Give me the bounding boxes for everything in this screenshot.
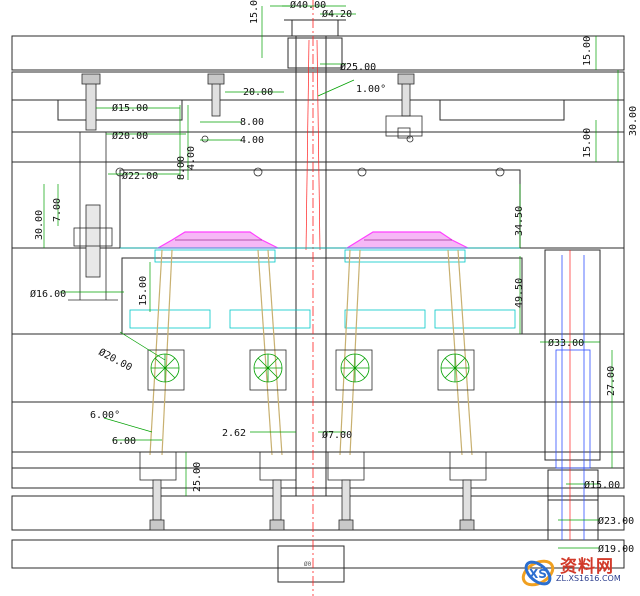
dim-7: 7.00 xyxy=(52,198,63,222)
dim-30-right: 30.00 xyxy=(628,106,639,136)
bolt-holes xyxy=(115,135,505,177)
dim-25-vertical: 25.00 xyxy=(192,462,203,492)
hole xyxy=(253,167,263,177)
dim-dia-4-20: Ø4.20 xyxy=(322,8,352,20)
guide-pillar-housing xyxy=(544,249,601,461)
dim-27: 27.00 xyxy=(606,366,617,396)
dim-30-left: 30.00 xyxy=(34,210,45,240)
dim-49-5: 49.50 xyxy=(514,278,525,308)
svg-text:XS: XS xyxy=(529,567,547,581)
dim-dia-33: Ø33.00 xyxy=(548,337,584,349)
cavity-plate xyxy=(11,161,625,249)
dim-angle-6: 6.00° xyxy=(90,410,120,421)
bottom-clamp-plate xyxy=(11,495,625,531)
core-insert xyxy=(121,257,523,335)
ejector-rod-hole xyxy=(277,545,345,583)
dim-20-small: 20.00 xyxy=(243,87,273,98)
hole xyxy=(357,167,367,177)
hole xyxy=(115,167,125,177)
dim-8-vertical: 8.00 xyxy=(176,156,187,180)
dim-angle-1: 1.00° xyxy=(356,84,386,95)
dim-34-5: 34.50 xyxy=(514,206,525,236)
dim-dia-19: Ø19.00 xyxy=(598,543,634,555)
watermark-swirl-icon: XS xyxy=(521,559,555,587)
dim-dia-25: Ø25.00 xyxy=(340,61,376,73)
dim-tiny-label: Ø0 xyxy=(304,561,312,568)
mold-plates xyxy=(11,19,625,583)
ejector-recess-left xyxy=(57,99,183,121)
sprue-taper xyxy=(305,39,321,251)
dim-8: 8.00 xyxy=(240,117,264,128)
blue-guide-lines xyxy=(555,255,591,540)
dim-dia-20-circle: Ø20.00 xyxy=(97,346,135,374)
ejector-plate xyxy=(11,467,625,489)
dimension-lines xyxy=(43,5,619,549)
dim-4-vertical: 4.00 xyxy=(186,146,197,170)
dim-dia-40: Ø40.00 xyxy=(290,0,326,11)
ejector-pivots xyxy=(150,353,470,383)
hole xyxy=(495,167,505,177)
ejector-retainer-plate xyxy=(11,451,625,469)
locating-ring xyxy=(287,37,343,69)
dim-15-top: 15.00 xyxy=(249,0,260,24)
watermark-title: 资料网 xyxy=(560,557,614,577)
puller-rod xyxy=(68,115,423,301)
dim-2-62: 2.62 xyxy=(222,428,246,439)
dim-dia-20-bolt: Ø20.00 xyxy=(112,130,148,142)
screws xyxy=(73,73,475,531)
angled-ejectors xyxy=(149,249,473,456)
dim-15-left: 15.00 xyxy=(138,276,149,306)
sprue-bushing xyxy=(295,35,327,497)
core-plate xyxy=(11,247,625,335)
dim-dia-7-center: Ø7.00 xyxy=(322,429,352,441)
watermark-url: ZL.XS1616.COM xyxy=(556,574,621,583)
dim-15-right-lower: 15.00 xyxy=(582,128,593,158)
ejector-recess-right xyxy=(439,99,565,121)
dim-dia-23: Ø23.00 xyxy=(598,515,634,527)
dim-15-right: 15.00 xyxy=(582,36,593,66)
hole xyxy=(201,135,209,143)
dim-dia-22: Ø22.00 xyxy=(122,170,158,182)
dim-dia-15-bolt: Ø15.00 xyxy=(112,102,148,114)
watermark-logo: XS 资料网 ZL.XS1616.COM xyxy=(516,550,634,592)
dim-dia-16: Ø16.00 xyxy=(30,288,66,300)
dim-4: 4.00 xyxy=(240,135,264,146)
cavity-lines xyxy=(120,247,520,329)
support-plate xyxy=(11,333,625,403)
dim-dia-15-lower: Ø15.00 xyxy=(584,479,620,491)
top-clamp-plate xyxy=(11,35,625,71)
base-plate xyxy=(11,539,625,569)
dim-6: 6.00 xyxy=(112,436,136,447)
a-plate-middle xyxy=(11,131,625,163)
